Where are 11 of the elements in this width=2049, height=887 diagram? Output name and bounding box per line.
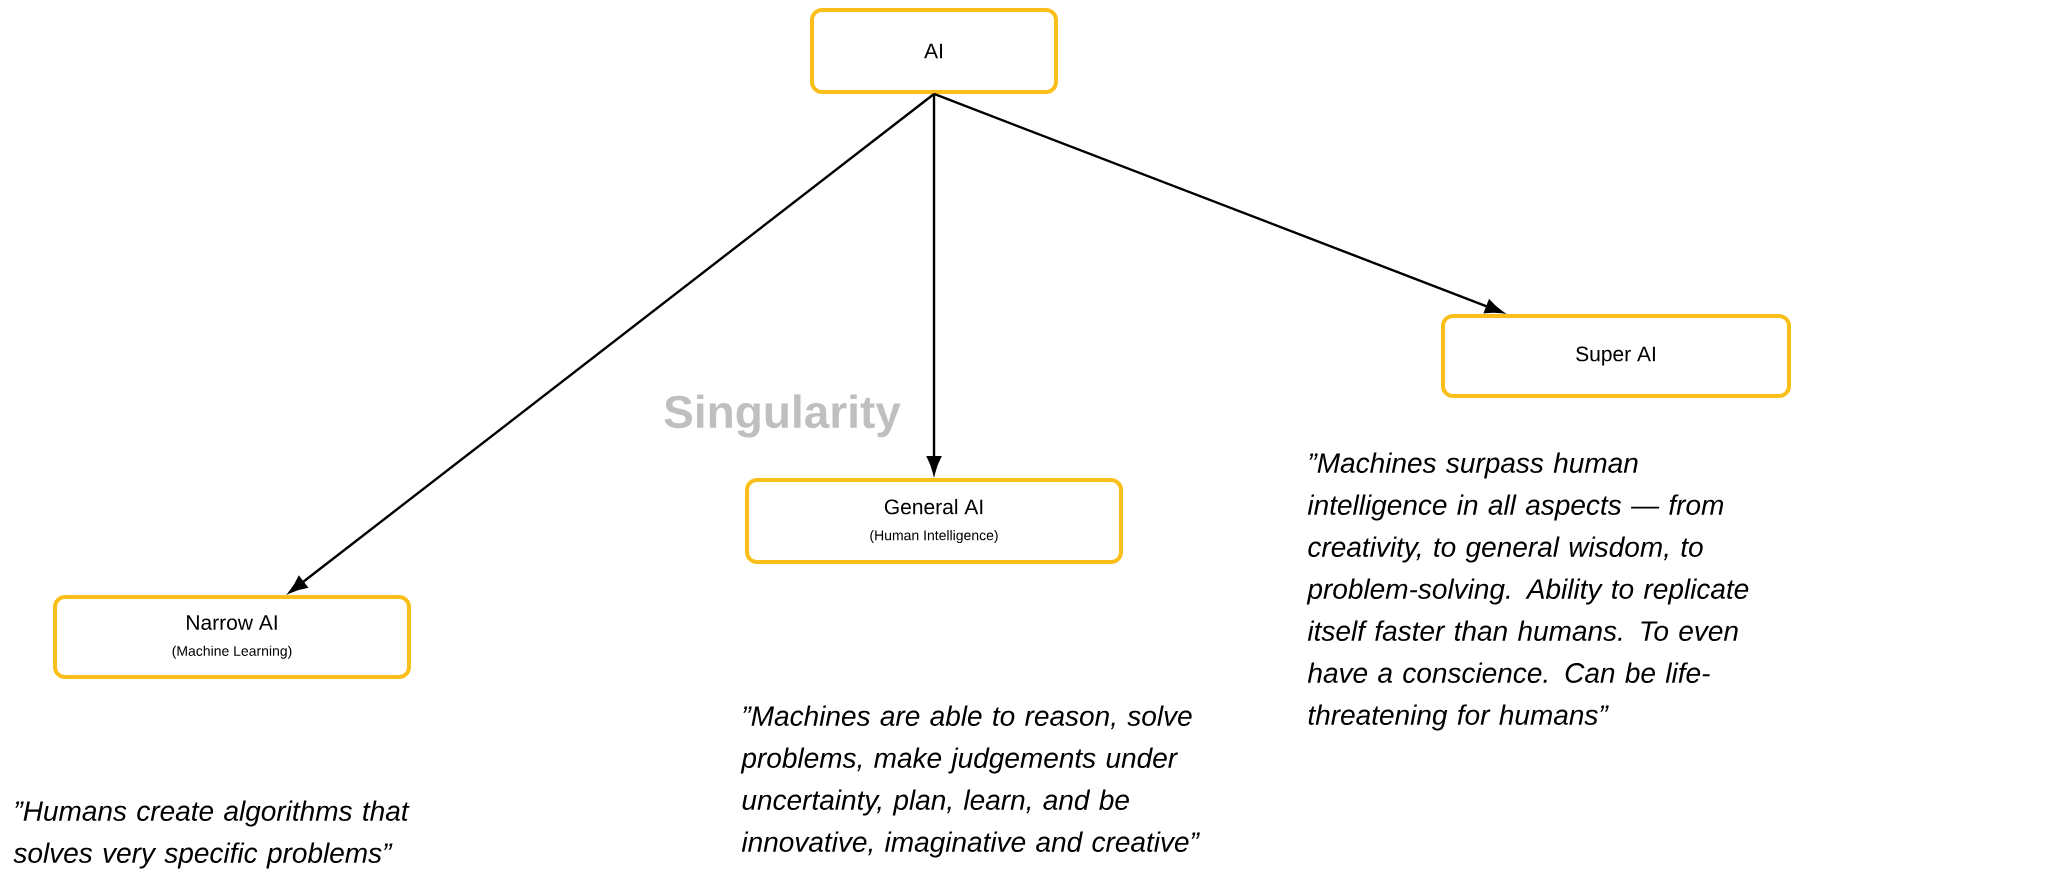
quote-text: ”Machines surpass human intelligence in all aspects — from creativity, to general wisdom, to problem-solving. Ability to replicate itself faster than humans. To even have a conscience. Can be life-threatening for humans” <box>1306 452 1749 731</box>
process-box: General AI (Human Intelligence) <box>745 478 1123 564</box>
quote-text: ”Humans create algorithms that solves very specific problems” <box>13 800 410 869</box>
process-box: Narrow AI (Machine Learning) <box>53 595 411 679</box>
arrow <box>933 92 1504 314</box>
arrow <box>926 94 942 475</box>
arrow <box>289 93 935 594</box>
quote-text: ”Machines are able to reason, solve problems, make judgements under uncertainty, plan, learn, and be innovative, imaginative and creative” <box>740 705 1200 858</box>
process-box: AI <box>810 8 1058 94</box>
annotation-text: Singularity <box>664 394 901 438</box>
process-box: Super AI <box>1441 314 1791 398</box>
